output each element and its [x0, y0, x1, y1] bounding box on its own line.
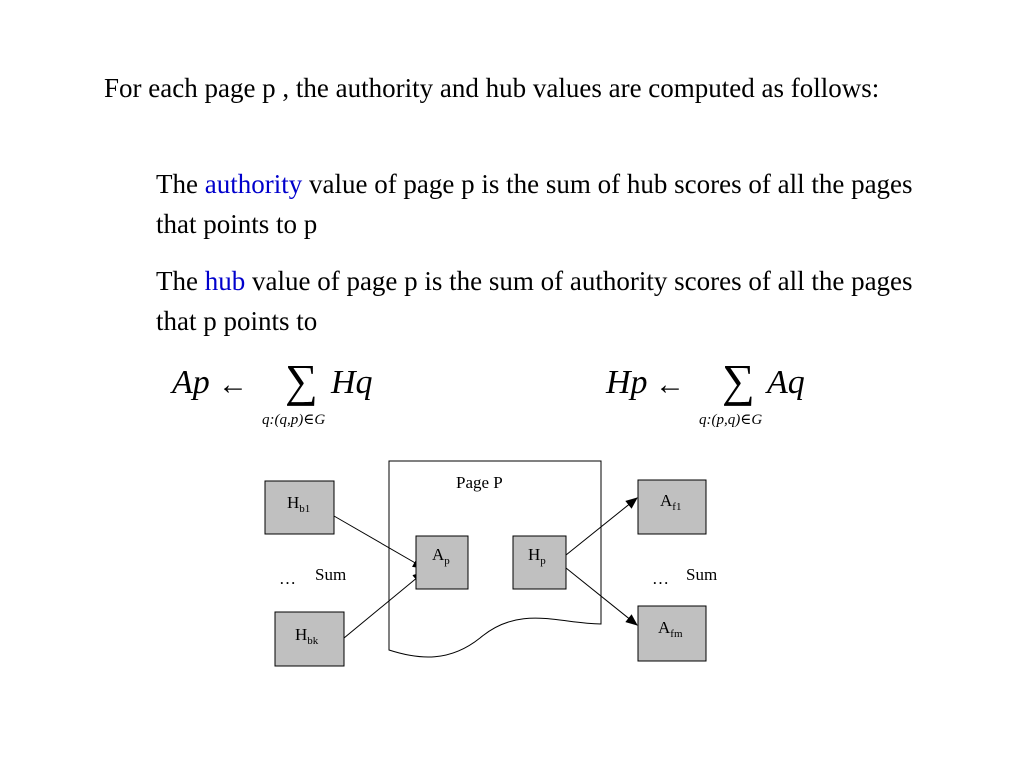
hub-rule: The hub value of page p is the sum of au… [156, 261, 956, 341]
node-ap-sub: p [444, 555, 450, 567]
authority-formula-rhs: Hq [331, 364, 373, 401]
node-hb1: Hb1 [264, 480, 335, 535]
hub-rule-lead: The [156, 266, 198, 296]
authority-rule-lead: The [156, 169, 198, 199]
right-sum-dots: … [652, 569, 669, 588]
left-sum-label: Sum [315, 565, 346, 584]
node-hp: Hp [512, 535, 567, 590]
edge-hp-to-af1 [565, 497, 638, 556]
node-afm-label: Afm [658, 618, 683, 640]
node-af1: Af1 [637, 479, 707, 535]
authority-keyword: authority [204, 169, 303, 199]
hub-formula-arrow: ← [655, 368, 685, 401]
authority-rule: The authority value of page p is the sum… [156, 164, 956, 244]
edge-hp-to-afm [565, 567, 638, 626]
node-ap-label: Ap [432, 545, 450, 567]
node-afm: Afm [637, 605, 707, 662]
page-p-label: Page P [456, 473, 503, 492]
authority-formula-subscript: q:(q,p)∈G [262, 412, 326, 428]
node-afm-sub: fm [670, 628, 683, 640]
node-af1-main: A [660, 491, 673, 510]
hub-formula-rhs: Aq [767, 364, 805, 401]
node-ap: Ap [415, 535, 469, 590]
node-af1-sub: f1 [672, 501, 681, 513]
node-af1-label: Af1 [660, 491, 681, 513]
node-hbk-sub: bk [307, 635, 319, 647]
node-hbk: Hbk [274, 611, 345, 667]
edge-hbk-to-ap [343, 571, 425, 639]
right-sum-label: Sum [686, 565, 717, 584]
hub-rule-rest: value of page p is the sum of authority … [156, 266, 913, 336]
page-p-container [388, 460, 602, 658]
node-hbk-label: Hbk [295, 625, 319, 647]
node-hp-main: H [528, 545, 540, 564]
hub-formula-lhs: Hp [606, 364, 648, 401]
node-hp-sub: p [540, 555, 546, 567]
node-hb1-label: Hb1 [287, 493, 310, 515]
authority-formula-lhs: Ap [172, 364, 210, 401]
node-hp-label: Hp [528, 545, 546, 567]
authority-rule-rest: value of page p is the sum of hub scores… [156, 169, 913, 239]
node-hb1-sub: b1 [299, 503, 310, 515]
left-sum-dots: … [279, 569, 296, 588]
authority-formula-sigma: ∑ [285, 355, 318, 406]
edge-hb1-to-ap [333, 515, 425, 569]
node-hb1-main: H [287, 493, 299, 512]
hub-keyword: hub [204, 266, 246, 296]
hub-formula-subscript: q:(p,q)∈G [699, 412, 763, 428]
intro-text: For each page p , the authority and hub … [104, 73, 880, 103]
node-ap-main: A [432, 545, 445, 564]
authority-formula-arrow: ← [218, 368, 248, 401]
hub-formula-sigma: ∑ [722, 355, 755, 406]
node-afm-main: A [658, 618, 671, 637]
node-hbk-main: H [295, 625, 307, 644]
